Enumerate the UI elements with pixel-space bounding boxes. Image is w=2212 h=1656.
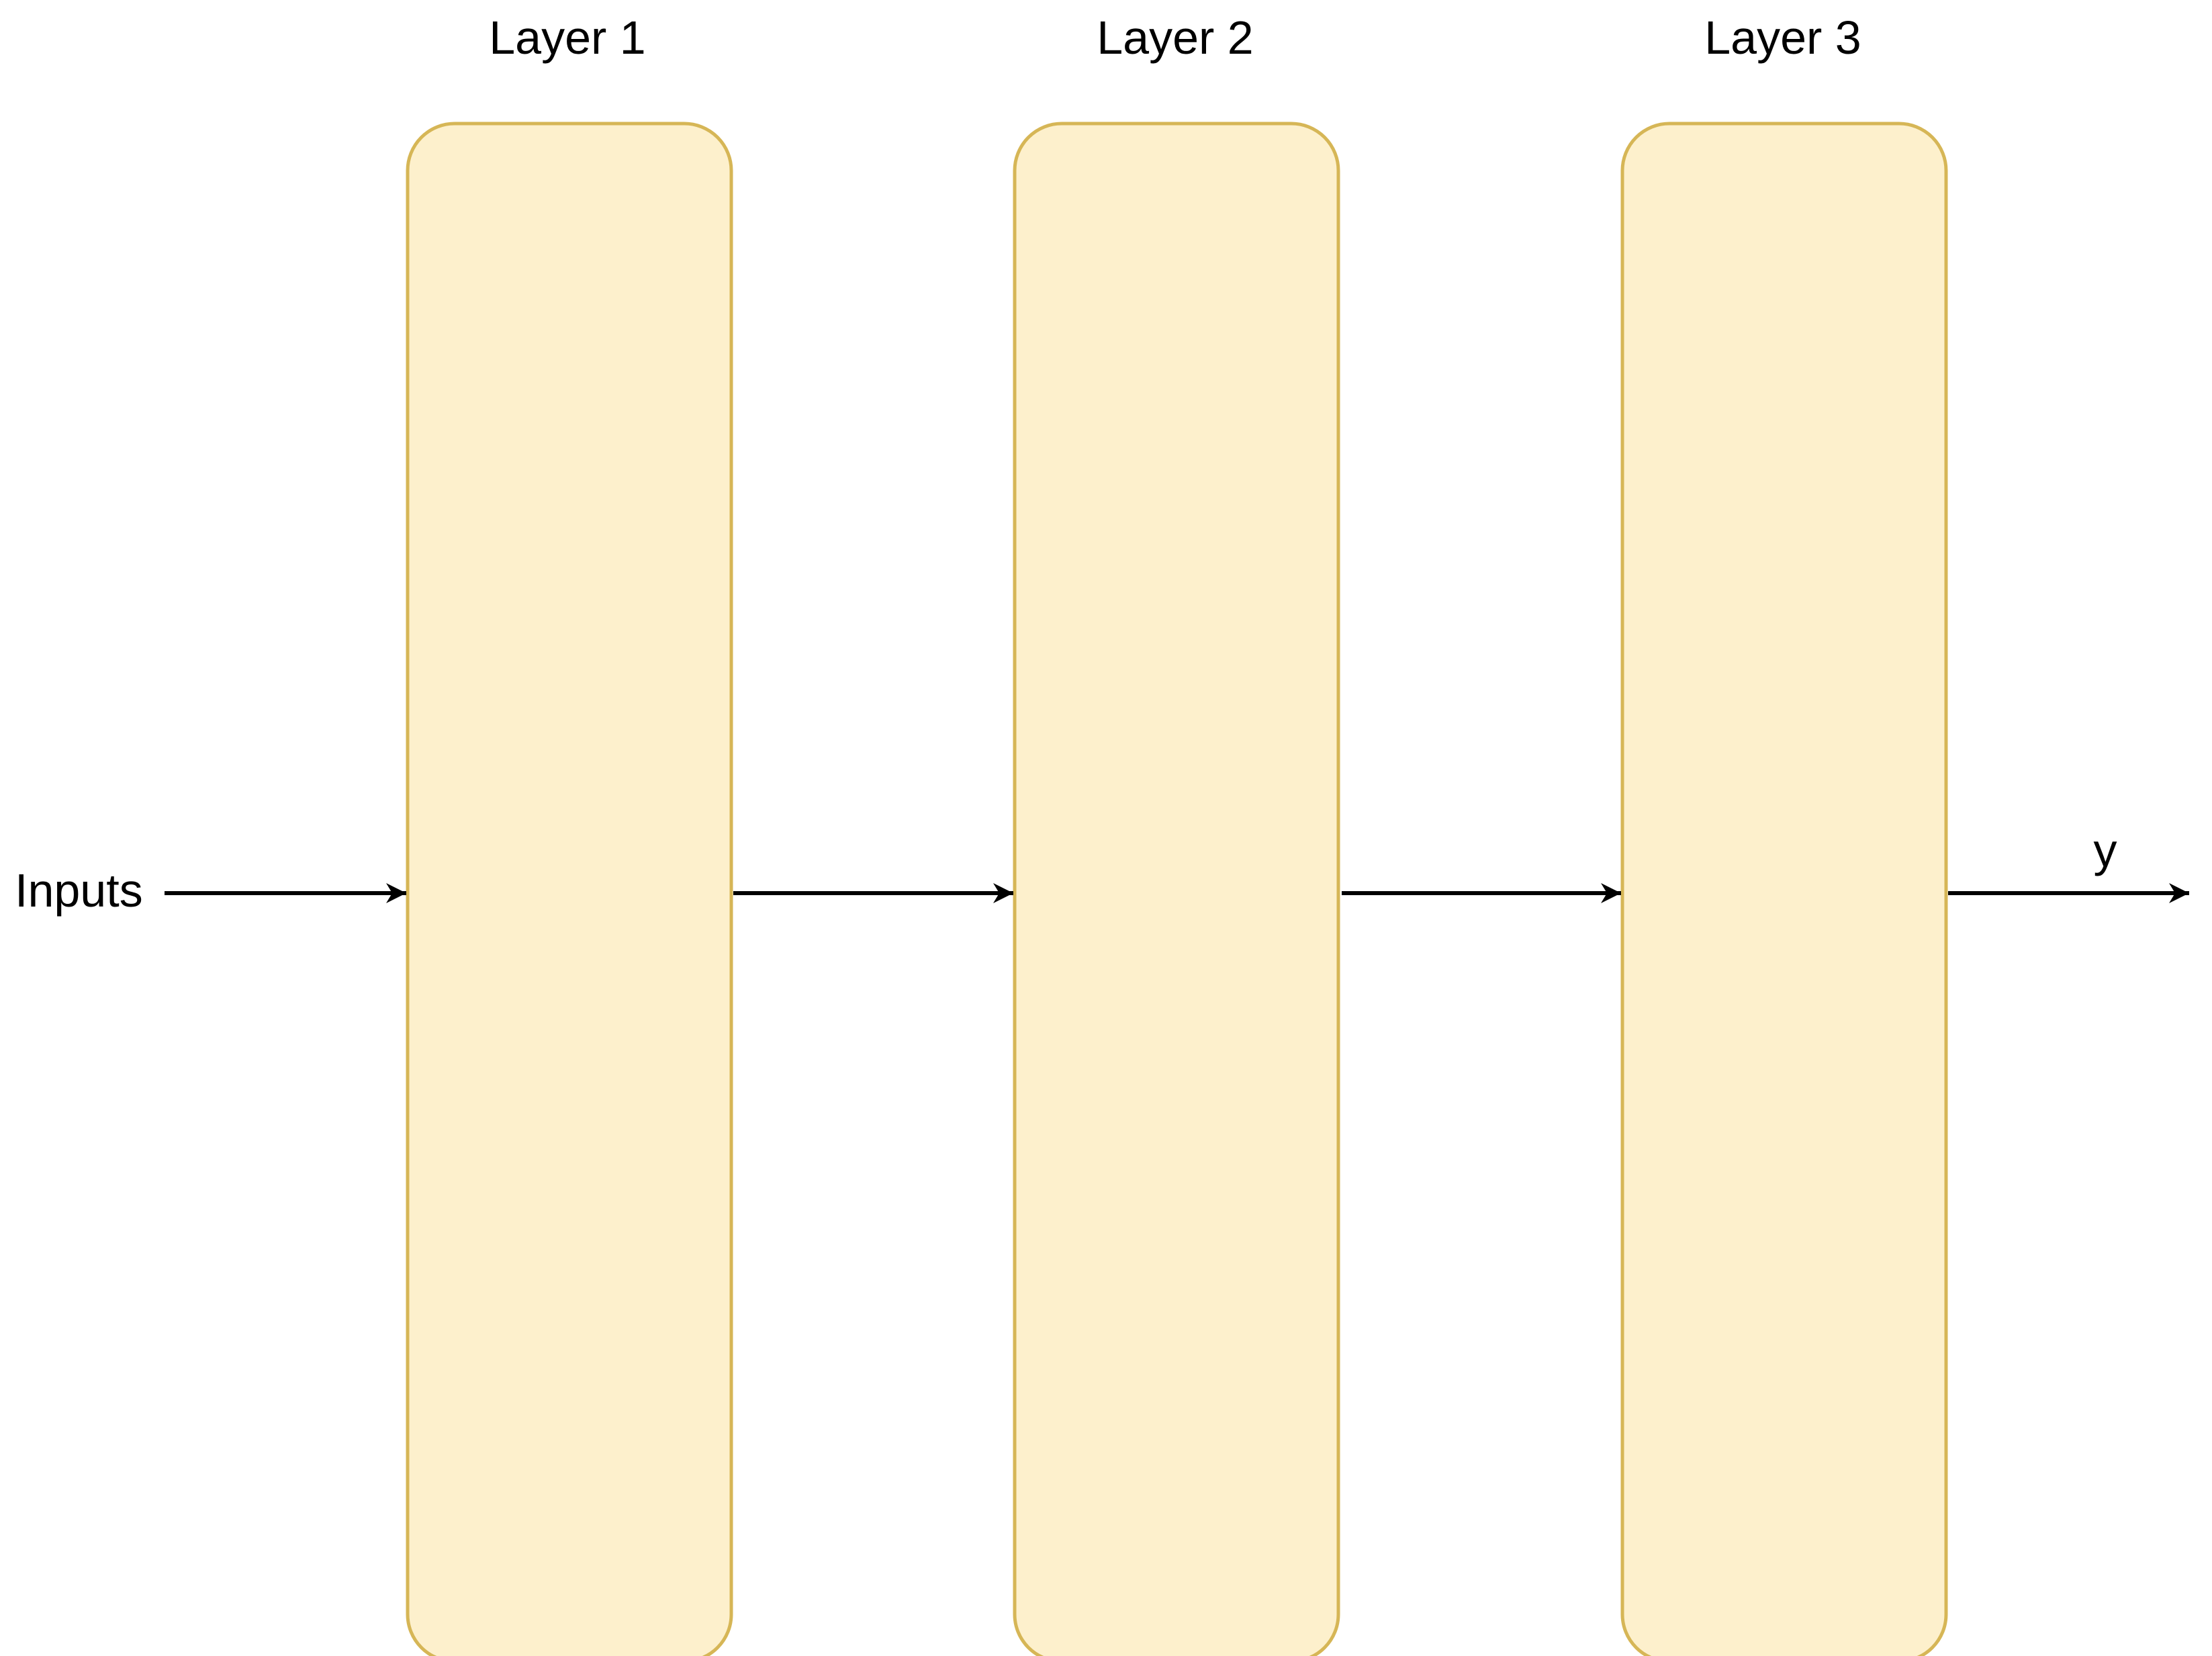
layer-1-label: Layer 1	[489, 11, 645, 64]
layer-3-box	[1620, 122, 1948, 1656]
output-y-label: y	[2094, 824, 2117, 876]
layer-2-box	[1013, 122, 1340, 1656]
inputs-label: Inputs	[15, 864, 143, 917]
layer-2-label: Layer 2	[1097, 11, 1253, 64]
layer-1-box	[406, 122, 733, 1656]
layer-3-label: Layer 3	[1704, 11, 1861, 64]
